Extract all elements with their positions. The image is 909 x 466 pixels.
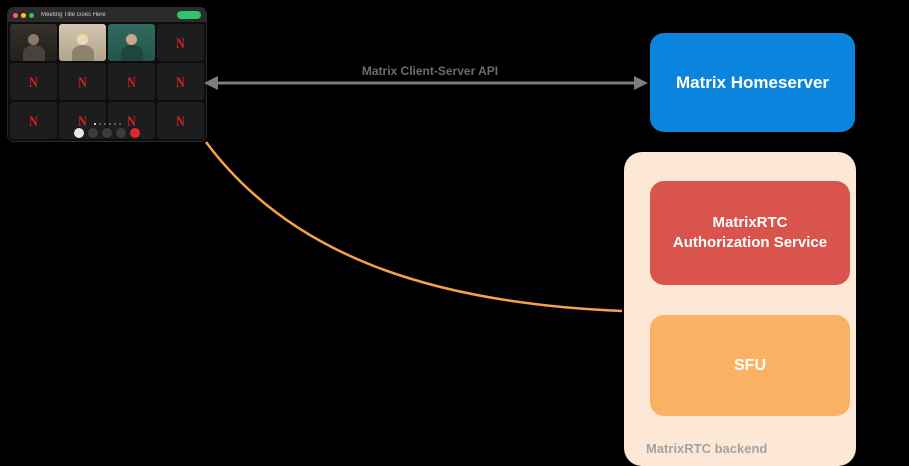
hangup-button[interactable] (130, 128, 140, 138)
video-tile-avatar: N (59, 63, 106, 100)
netflix-n-avatar: N (127, 72, 136, 91)
client-backend-connector (204, 141, 623, 313)
matrix-homeserver-label: Matrix Homeserver (675, 72, 830, 92)
video-tile-avatar: N (157, 24, 204, 61)
pagination-dots (8, 123, 206, 125)
netflix-n-avatar: N (176, 33, 185, 52)
window-titlebar: Meeting Title Goes Here (8, 8, 206, 22)
sfu-label: SFU (734, 356, 766, 374)
video-tile-avatar: N (10, 63, 57, 100)
netflix-n-avatar: N (78, 72, 87, 91)
netflix-n-avatar: N (176, 72, 185, 91)
netflix-n-avatar: N (29, 111, 38, 130)
client-server-api-label: Matrix Client-Server API (361, 64, 499, 78)
video-tile-avatar: N (108, 63, 155, 100)
video-tile-avatar: N (157, 102, 204, 139)
minimize-window-button[interactable] (21, 12, 26, 18)
screenshare-button[interactable] (102, 128, 112, 138)
video-call-window-screenshot: Meeting Title Goes Here N N N N N N N N … (8, 8, 206, 141)
microphone-button[interactable] (74, 128, 84, 138)
matrixrtc-backend-container: MatrixRTC Authorization Service SFU Matr… (624, 152, 856, 466)
matrixrtc-auth-service-label: MatrixRTC Authorization Service (672, 213, 828, 251)
netflix-n-avatar: N (29, 72, 38, 91)
video-tile-participant (10, 24, 57, 61)
matrix-homeserver-box: Matrix Homeserver (650, 33, 855, 132)
camera-button[interactable] (88, 128, 98, 138)
meeting-title: Meeting Title Goes Here (41, 12, 106, 18)
video-tile-avatar: N (10, 102, 57, 139)
sfu-box: SFU (650, 315, 850, 416)
matrixrtc-auth-service-box: MatrixRTC Authorization Service (650, 181, 850, 285)
more-options-button[interactable] (116, 128, 126, 138)
video-tile-grid: N N N N N N N N N (8, 22, 206, 141)
netflix-n-avatar: N (78, 111, 87, 130)
call-controls (8, 128, 206, 138)
matrixrtc-backend-label: MatrixRTC backend (646, 441, 768, 456)
client-server-arrow (204, 76, 648, 90)
maximize-window-button[interactable] (29, 12, 34, 18)
netflix-n-avatar: N (176, 111, 185, 130)
video-tile-participant (108, 24, 155, 61)
video-tile-participant (59, 24, 106, 61)
netflix-n-avatar: N (127, 111, 136, 130)
video-tile-avatar: N (157, 63, 204, 100)
close-window-button[interactable] (13, 12, 18, 18)
join-button[interactable] (177, 11, 201, 19)
